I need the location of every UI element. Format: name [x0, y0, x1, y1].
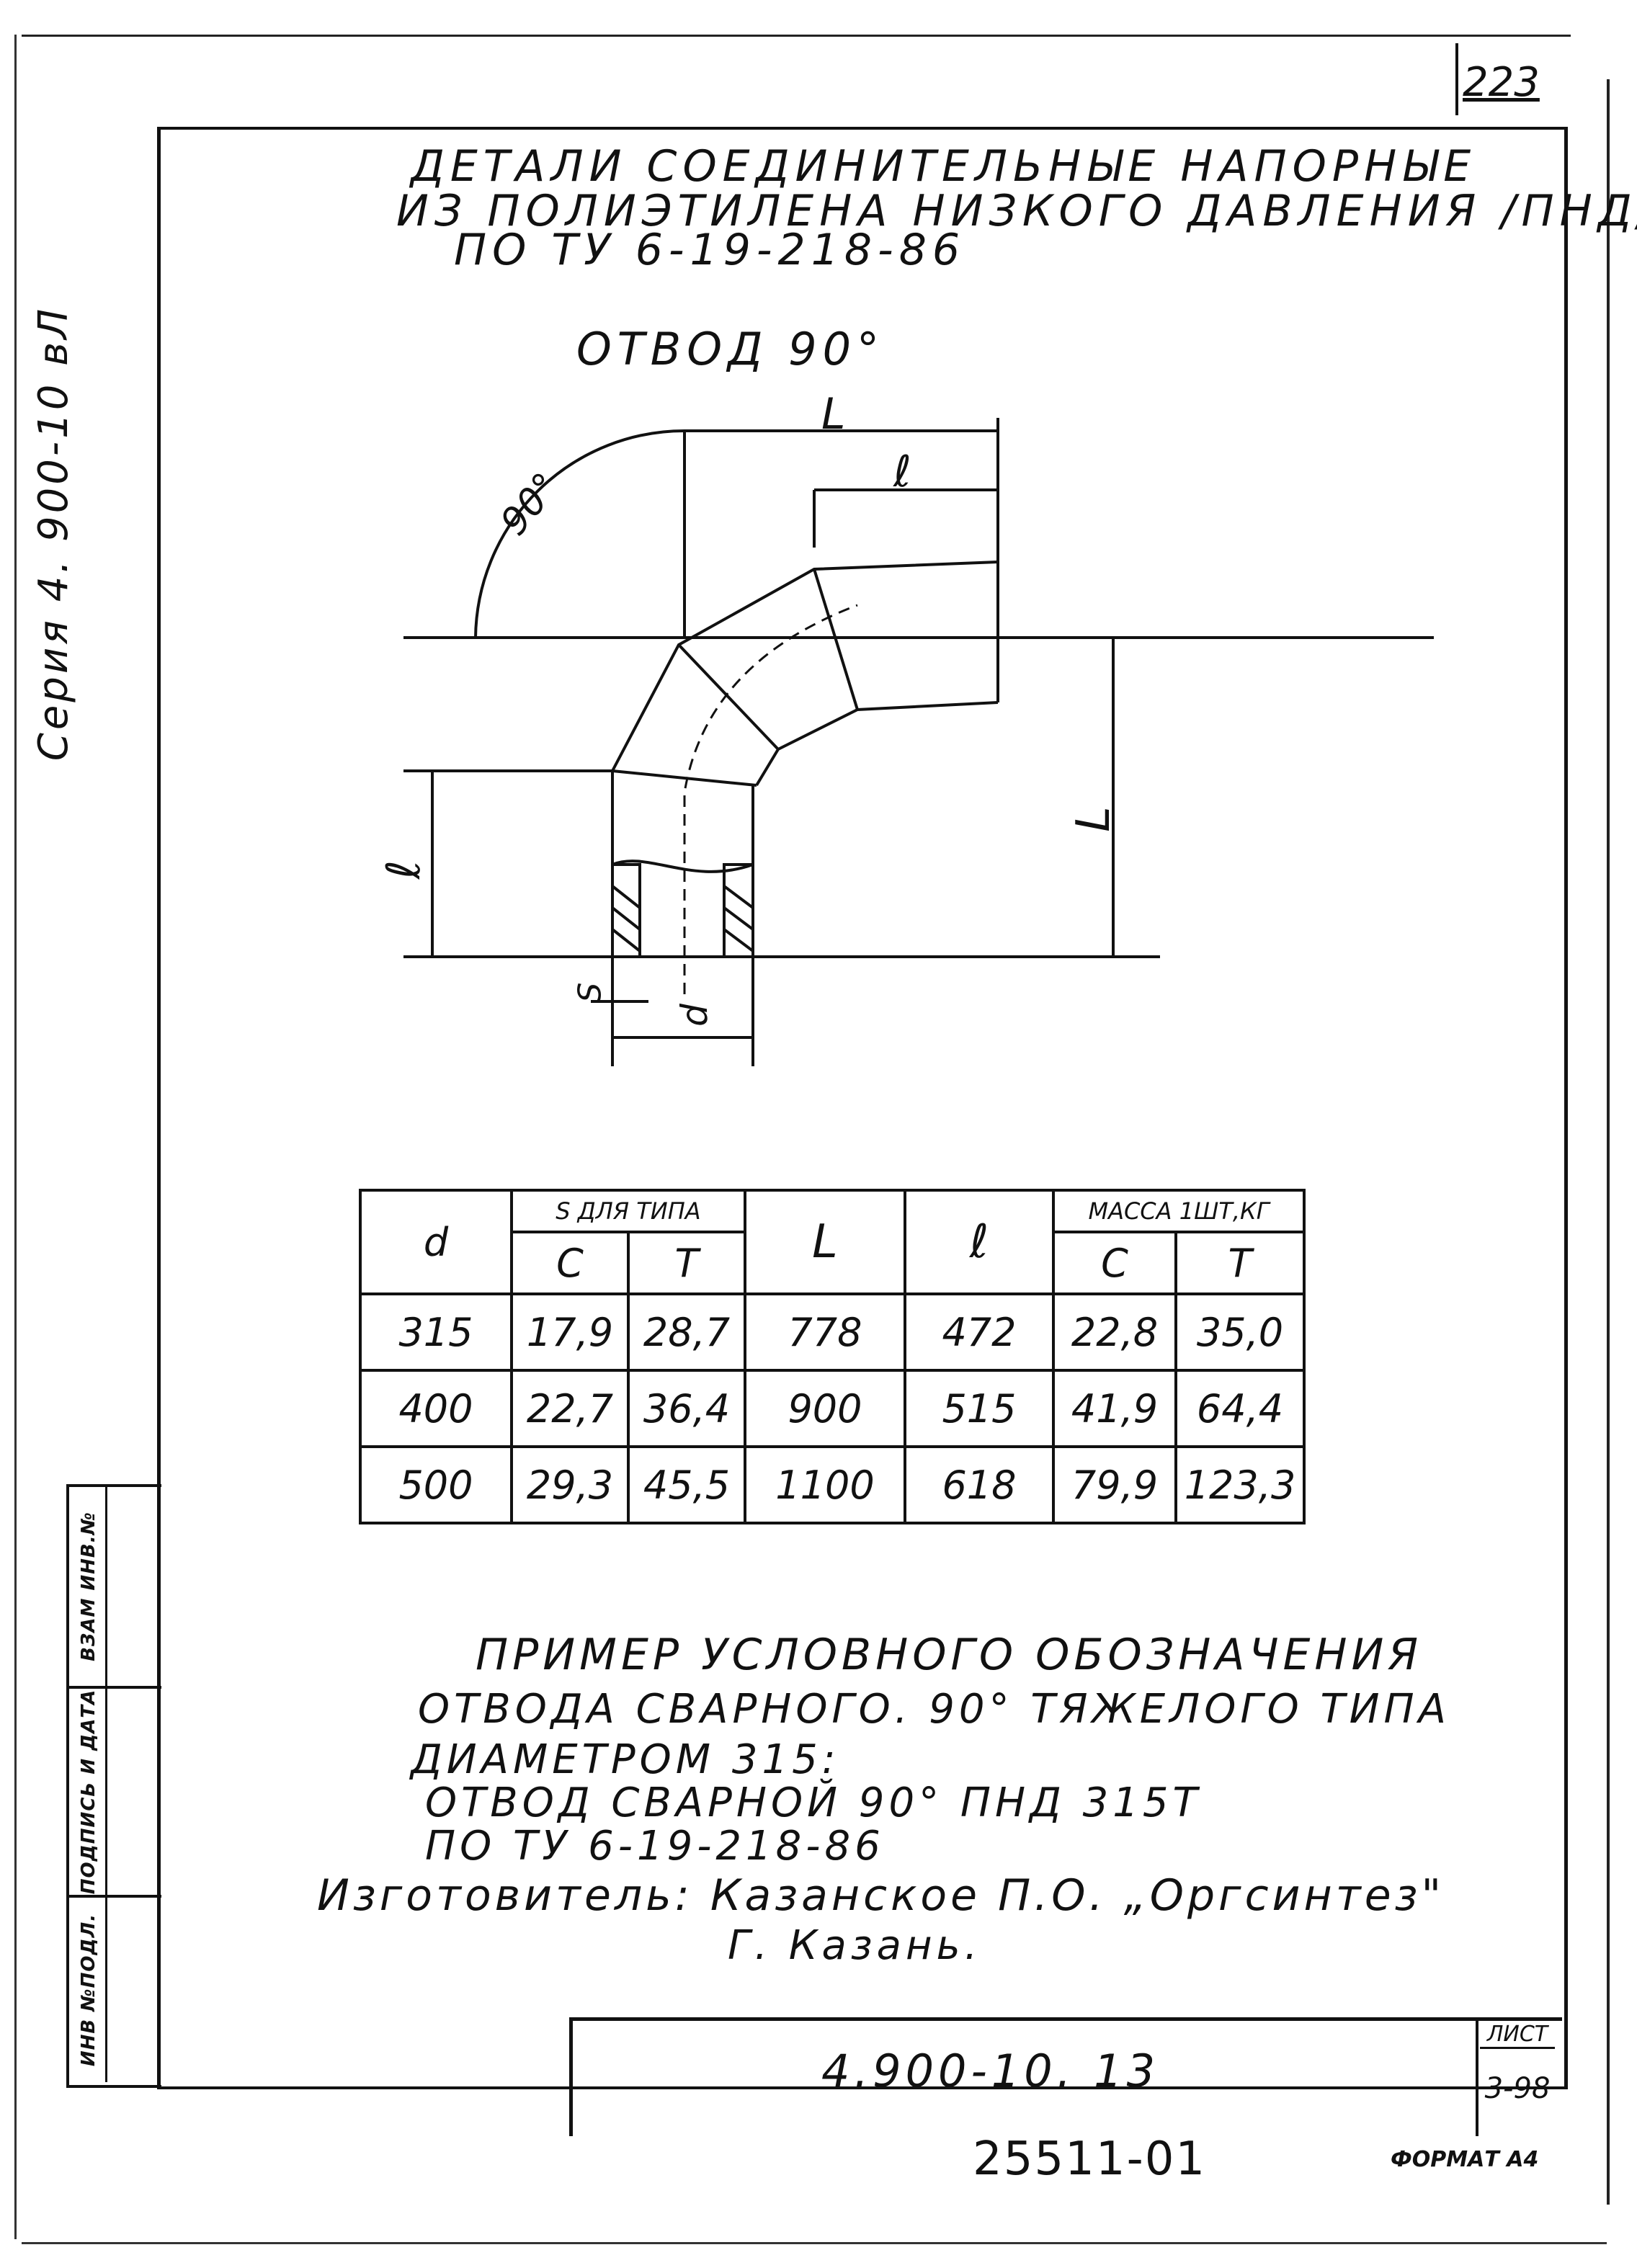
- cell-m-t: 123,3: [1174, 1445, 1306, 1524]
- sheet-edge: [22, 2242, 1607, 2244]
- table-subheader-row: С Т С Т: [360, 1231, 1306, 1295]
- cell-l: 515: [904, 1369, 1055, 1448]
- drawing-caption: ОТВОД 90°: [576, 323, 886, 375]
- header-m-t: Т: [1174, 1231, 1306, 1295]
- elbow-centerline: [683, 604, 858, 994]
- cell-m-t: 64,4: [1174, 1369, 1306, 1448]
- example-line-4: ОТВОД СВАРНОЙ 90° ПНД 315Т: [425, 1780, 1202, 1826]
- header-s-t: Т: [627, 1231, 746, 1295]
- side-stamp-cell-signature: ПОДПИСЬ И ДАТА: [72, 1689, 107, 1895]
- cell-s-t: 36,4: [627, 1369, 746, 1448]
- example-line-6: Изготовитель: Казанское П.О. „Оргсинтез": [317, 1870, 1445, 1921]
- cell-L: 1100: [744, 1445, 906, 1524]
- side-stamp-cell-archive: ИНВ №ПОДЛ.: [72, 1898, 107, 2082]
- footer-format: ФОРМАТ А4: [1391, 2147, 1539, 2172]
- cell-s-t: 45,5: [627, 1445, 746, 1524]
- joint-3: [612, 769, 757, 787]
- side-stamp-cell-replace: ВЗАМ ИНВ.№: [72, 1487, 107, 1686]
- cell-L: 778: [744, 1293, 906, 1372]
- dim-L-top-label: L: [821, 389, 846, 439]
- cell-s-c: 29,3: [510, 1445, 630, 1524]
- wall-section-right: [723, 863, 754, 958]
- dim-L-right-label: L: [1066, 806, 1120, 832]
- wall-section-left: [611, 863, 641, 958]
- elbow-inner: [755, 701, 999, 787]
- header-l: ℓ: [904, 1189, 1055, 1295]
- title-line-2: ИЗ ПОЛИЭТИЛЕНА НИЗКОГО ДАВЛЕНИЯ /ПНД/: [396, 186, 1637, 236]
- dim-l-left-label: ℓ: [378, 860, 432, 880]
- example-line-5: ПО ТУ 6-19-218-86: [425, 1823, 885, 1870]
- header-s-group: S ДЛЯ ТИПА: [510, 1189, 746, 1233]
- side-stamp-divider: [69, 1895, 161, 1898]
- table-row: 500 29,3 45,5 1100 618 79,9 123,3: [359, 1445, 1306, 1524]
- header-d: d: [359, 1189, 513, 1295]
- cell-s-c: 22,7: [510, 1369, 630, 1448]
- header-mass-group: МАССА 1ШТ,КГ: [1052, 1189, 1306, 1233]
- spec-table: d S ДЛЯ ТИПА L ℓ МАССА 1ШТ,КГ С Т С Т 31…: [359, 1189, 1306, 1524]
- break-line: [612, 860, 754, 873]
- cell-d: 400: [359, 1369, 513, 1448]
- cell-l: 472: [904, 1293, 1055, 1372]
- joint-1: [813, 568, 859, 710]
- sheet-number: 3-98: [1484, 2072, 1551, 2105]
- example-line-2: ОТВОДА СВАРНОГО. 90° ТЯЖЕЛОГО ТИПА: [418, 1686, 1450, 1733]
- sheet-label: ЛИСТ: [1480, 2022, 1555, 2049]
- cell-m-t: 35,0: [1174, 1293, 1306, 1372]
- header-L: L: [744, 1189, 906, 1295]
- cell-L: 900: [744, 1369, 906, 1448]
- header-m-c: С: [1052, 1231, 1177, 1295]
- table-row: 315 17,9 28,7 778 472 22,8 35,0: [359, 1293, 1306, 1372]
- document-code: 4.900-10. 13: [821, 2045, 1160, 2097]
- joint-2: [677, 643, 780, 751]
- table-header-row: d S ДЛЯ ТИПА L ℓ МАССА 1ШТ,КГ: [359, 1189, 1306, 1295]
- dim-l-top-label: ℓ: [893, 447, 911, 497]
- footer-number: 25511-01: [973, 2133, 1207, 2186]
- table-row: 400 22,7 36,4 900 515 41,9 64,4: [359, 1369, 1306, 1448]
- page-number-divider: [1455, 43, 1458, 115]
- title-block: [569, 2017, 1501, 2136]
- angle-arc: [474, 429, 685, 638]
- elbow-outer: [611, 561, 999, 772]
- cell-s-t: 28,7: [627, 1293, 746, 1372]
- dim-s-label: S: [571, 982, 609, 1003]
- example-line-3: ДИАМЕТРОМ 315:: [411, 1736, 840, 1783]
- title-line-3: ПО ТУ 6-19-218-86: [454, 225, 966, 275]
- cell-m-c: 22,8: [1052, 1293, 1177, 1372]
- cell-s-c: 17,9: [510, 1293, 630, 1372]
- cell-m-c: 41,9: [1052, 1369, 1177, 1448]
- page-number: 223: [1463, 59, 1540, 106]
- sheet-edge: [22, 35, 1571, 37]
- cell-d: 315: [359, 1293, 513, 1372]
- sheet-edge: [1607, 79, 1610, 2205]
- side-stamp-divider: [69, 1686, 161, 1689]
- cell-d: 500: [359, 1445, 513, 1524]
- example-line-7: Г. Казань.: [728, 1922, 982, 1969]
- drawing-frame: [157, 127, 1568, 2089]
- example-line-1: ПРИМЕР УСЛОВНОГО ОБОЗНАЧЕНИЯ: [476, 1630, 1423, 1680]
- header-s-c: С: [510, 1231, 630, 1295]
- cell-l: 618: [904, 1445, 1055, 1524]
- title-line-1: ДЕТАЛИ СОЕДИНИТЕЛЬНЫЕ НАПОРНЫЕ: [411, 141, 1477, 192]
- cell-m-c: 79,9: [1052, 1445, 1177, 1524]
- sheet-number-box: [1476, 2017, 1562, 2136]
- side-stamp: ИНВ №ПОДЛ. ПОДПИСЬ И ДАТА ВЗАМ ИНВ.№: [66, 1484, 161, 2088]
- sheet-edge: [14, 35, 17, 2239]
- dim-d-label: d: [673, 1004, 715, 1027]
